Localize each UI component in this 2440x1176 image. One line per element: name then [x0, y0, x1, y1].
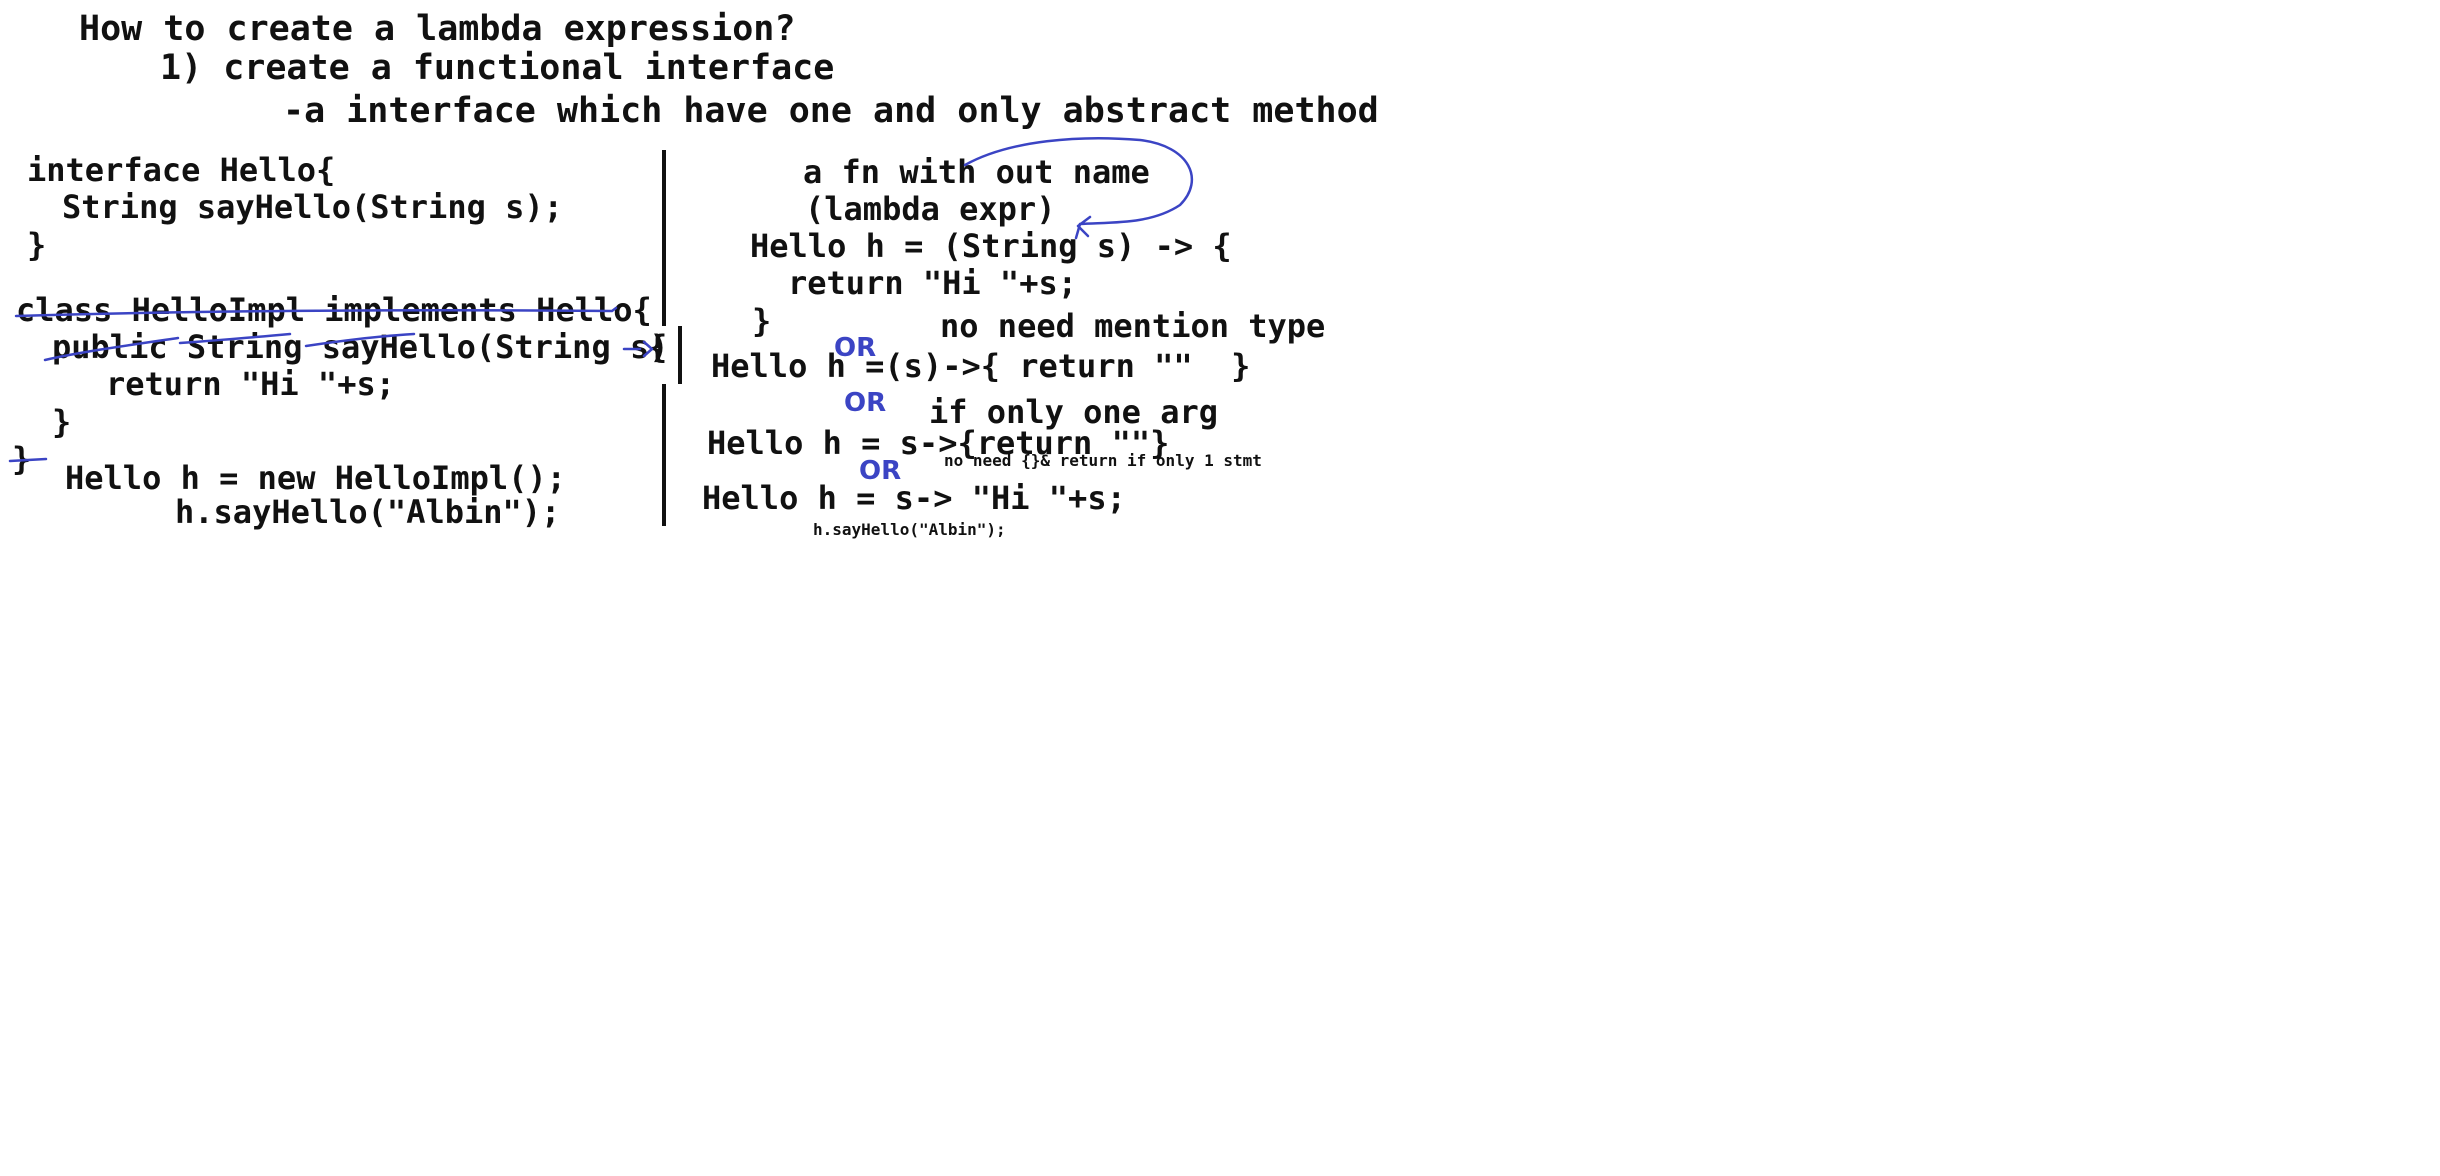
- interface-method: String sayHello(String s);: [62, 188, 563, 226]
- lambda-one-arg: Hello h = s->{return ""}: [707, 424, 1170, 462]
- divider-line-lower: [662, 384, 666, 526]
- lambda-no-type: Hello h =(s)->{ return "" }: [711, 347, 1251, 385]
- divider-line-upper: [662, 150, 666, 326]
- interface-close-brace: }: [27, 226, 47, 264]
- lambda-full-form: Hello h = (String s) -> {: [750, 227, 1232, 265]
- or-label-3: OR: [859, 456, 902, 486]
- say-hello-call: h.sayHello("Albin");: [175, 493, 561, 531]
- strikethrough-string: [178, 332, 292, 345]
- strikethrough-class-line: [14, 306, 618, 318]
- lambda-return: return "Hi "+s;: [788, 264, 1077, 302]
- lambda-expression-form: Hello h = s-> "Hi "+s;: [702, 479, 1126, 517]
- or-label-2: OR: [844, 388, 887, 418]
- note-lambda-expr: (lambda expr): [805, 190, 1056, 228]
- interface-declaration: interface Hello{: [27, 151, 336, 189]
- new-instance-line: Hello h = new HelloImpl();: [65, 459, 566, 497]
- note-one-statement: no need {}& return if only 1 stmt: [944, 451, 1262, 470]
- note-no-type: no need mention type: [940, 307, 1326, 345]
- class-method-brace: {: [648, 328, 668, 366]
- or-label-1: OR: [834, 333, 877, 363]
- strikethrough-close-brace: [8, 457, 48, 463]
- curved-arrow: [963, 137, 1194, 226]
- lambda-call-example: h.sayHello("Albin");: [813, 520, 1006, 539]
- divider-line-middle: [678, 326, 682, 384]
- arrow-tail-hook: [1074, 222, 1082, 240]
- step-one-label: 1) create a functional interface: [160, 48, 835, 88]
- strikethrough-public: [43, 336, 180, 362]
- class-close-brace: }: [12, 440, 32, 478]
- note-one-arg: if only one arg: [929, 393, 1218, 431]
- definition-text: -a interface which have one and only abs…: [283, 91, 1379, 131]
- arrow-to-brace: [622, 340, 654, 358]
- note-no-name: a fn with out name: [803, 153, 1150, 191]
- class-return: return "Hi "+s;: [106, 365, 395, 403]
- class-method-close: }: [52, 403, 72, 441]
- arrow-head: [1076, 215, 1092, 238]
- lambda-close-brace: }: [752, 302, 772, 340]
- slide-title: How to create a lambda expression?: [79, 9, 796, 49]
- strikethrough-sayhello: [304, 332, 416, 348]
